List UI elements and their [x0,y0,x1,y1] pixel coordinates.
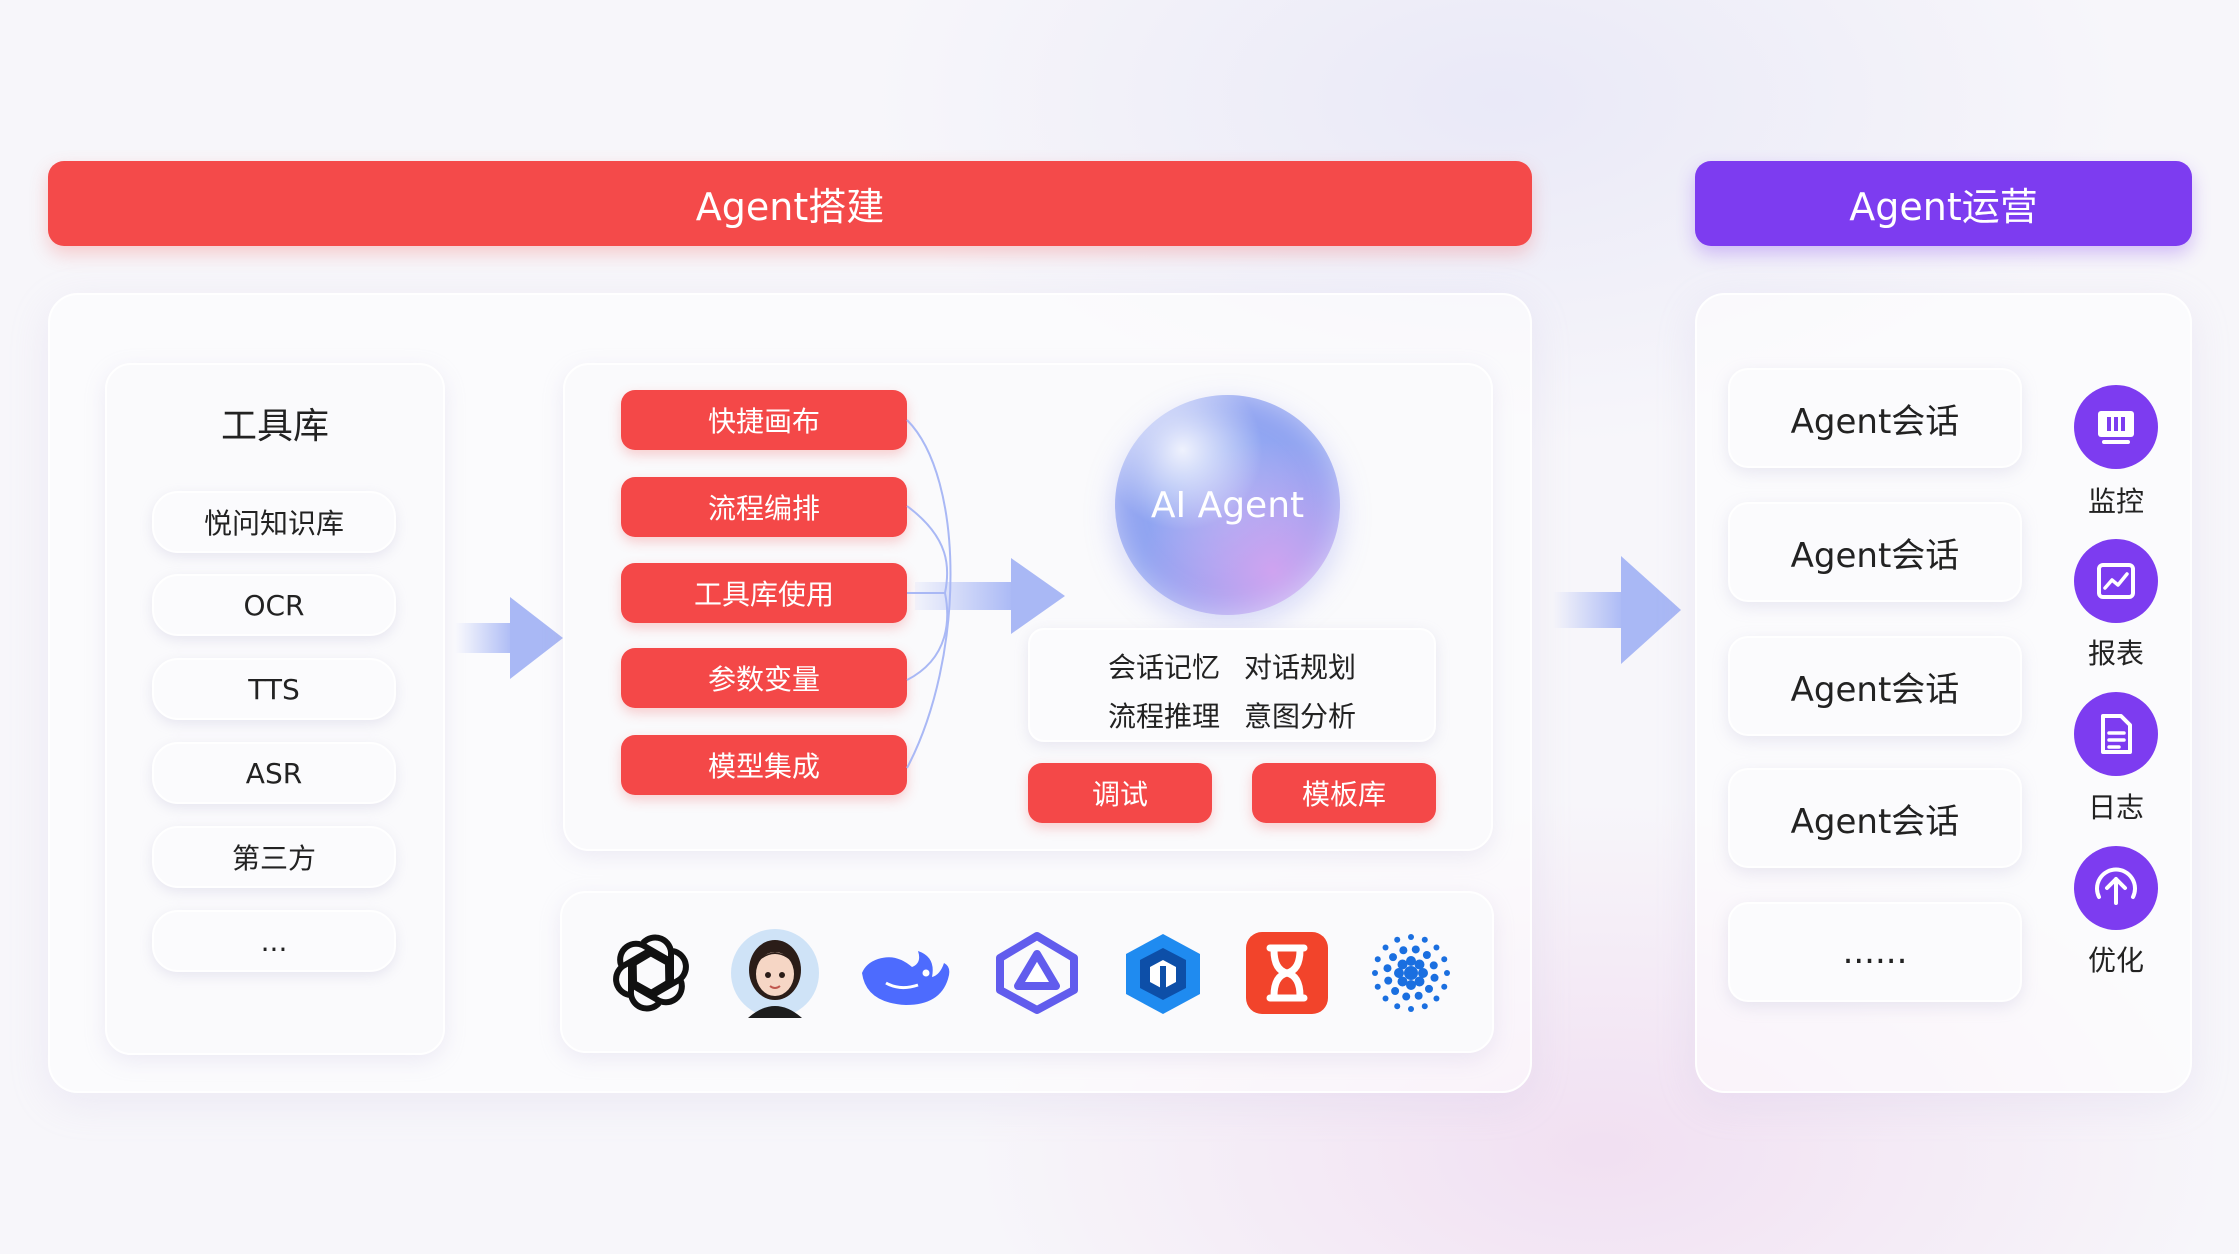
log-label: 日志 [2087,791,2144,824]
openai-logo-icon [606,928,696,1018]
toolbox-title: 工具库 [220,406,329,447]
agent-build-banner-label: Agent搭建 [695,185,885,229]
capability-intent-analysis: 意图分析 [1244,700,1357,733]
toolbox-item-ocr[interactable]: OCR [152,574,396,636]
feature-flow-orchestration-button[interactable]: 流程编排 [621,477,907,537]
agent-build-banner: Agent搭建 [48,161,1532,246]
agent-session-item[interactable]: Agent会话 [1728,368,2022,468]
arrow-right-icon [915,558,1065,634]
toolbox-item-knowledge[interactable]: 悦问知识库 [152,491,396,553]
chart-report-icon[interactable] [2074,539,2158,623]
monitor-label: 监控 [2087,485,2144,518]
capability-dialog-planning: 对话规划 [1244,651,1357,684]
qwen-logo-icon [992,928,1082,1018]
monitor-icon[interactable] [2074,385,2158,469]
hexagon-model-icon [1118,928,1208,1018]
optimize-upload-icon[interactable] [2074,846,2158,930]
toolbox-item-more[interactable]: ... [152,910,396,972]
report-label: 报表 [2087,637,2144,670]
debug-button[interactable]: 调试 [1028,763,1212,823]
ai-agent-label: AI Agent [1150,484,1305,526]
feature-model-integration-button[interactable]: 模型集成 [621,735,907,795]
toolbox-item-asr[interactable]: ASR [152,742,396,804]
template-library-button[interactable]: 模板库 [1252,763,1436,823]
toolbox-item-third-party[interactable]: 第三方 [152,826,396,888]
agent-capabilities-box: 会话记忆 对话规划 流程推理 意图分析 [1028,628,1436,742]
arrow-right-icon [1553,556,1681,664]
toolbox-item-tts[interactable]: TTS [152,658,396,720]
feature-tool-usage-button[interactable]: 工具库使用 [621,563,907,623]
avatar-model-icon [730,928,820,1018]
optimize-label: 优化 [2087,944,2144,977]
deepseek-whale-icon [856,928,956,1018]
feature-quick-canvas-button[interactable]: 快捷画布 [621,390,907,450]
hourglass-model-icon [1242,928,1332,1018]
capability-flow-reasoning: 流程推理 [1108,700,1221,733]
dots-sphere-model-icon [1366,928,1456,1018]
ai-agent-orb: AI Agent [1115,395,1340,615]
log-document-icon[interactable] [2074,692,2158,776]
agent-session-item[interactable]: Agent会话 [1728,636,2022,736]
agent-ops-banner-label: Agent运营 [1849,185,2038,229]
agent-session-item[interactable]: Agent会话 [1728,502,2022,602]
capability-session-memory: 会话记忆 [1108,651,1221,684]
agent-session-item[interactable]: Agent会话 [1728,768,2022,868]
feature-params-variables-button[interactable]: 参数变量 [621,648,907,708]
arrow-right-icon [455,597,563,679]
agent-session-more[interactable]: ...... [1728,902,2022,1002]
agent-ops-banner: Agent运营 [1695,161,2192,246]
